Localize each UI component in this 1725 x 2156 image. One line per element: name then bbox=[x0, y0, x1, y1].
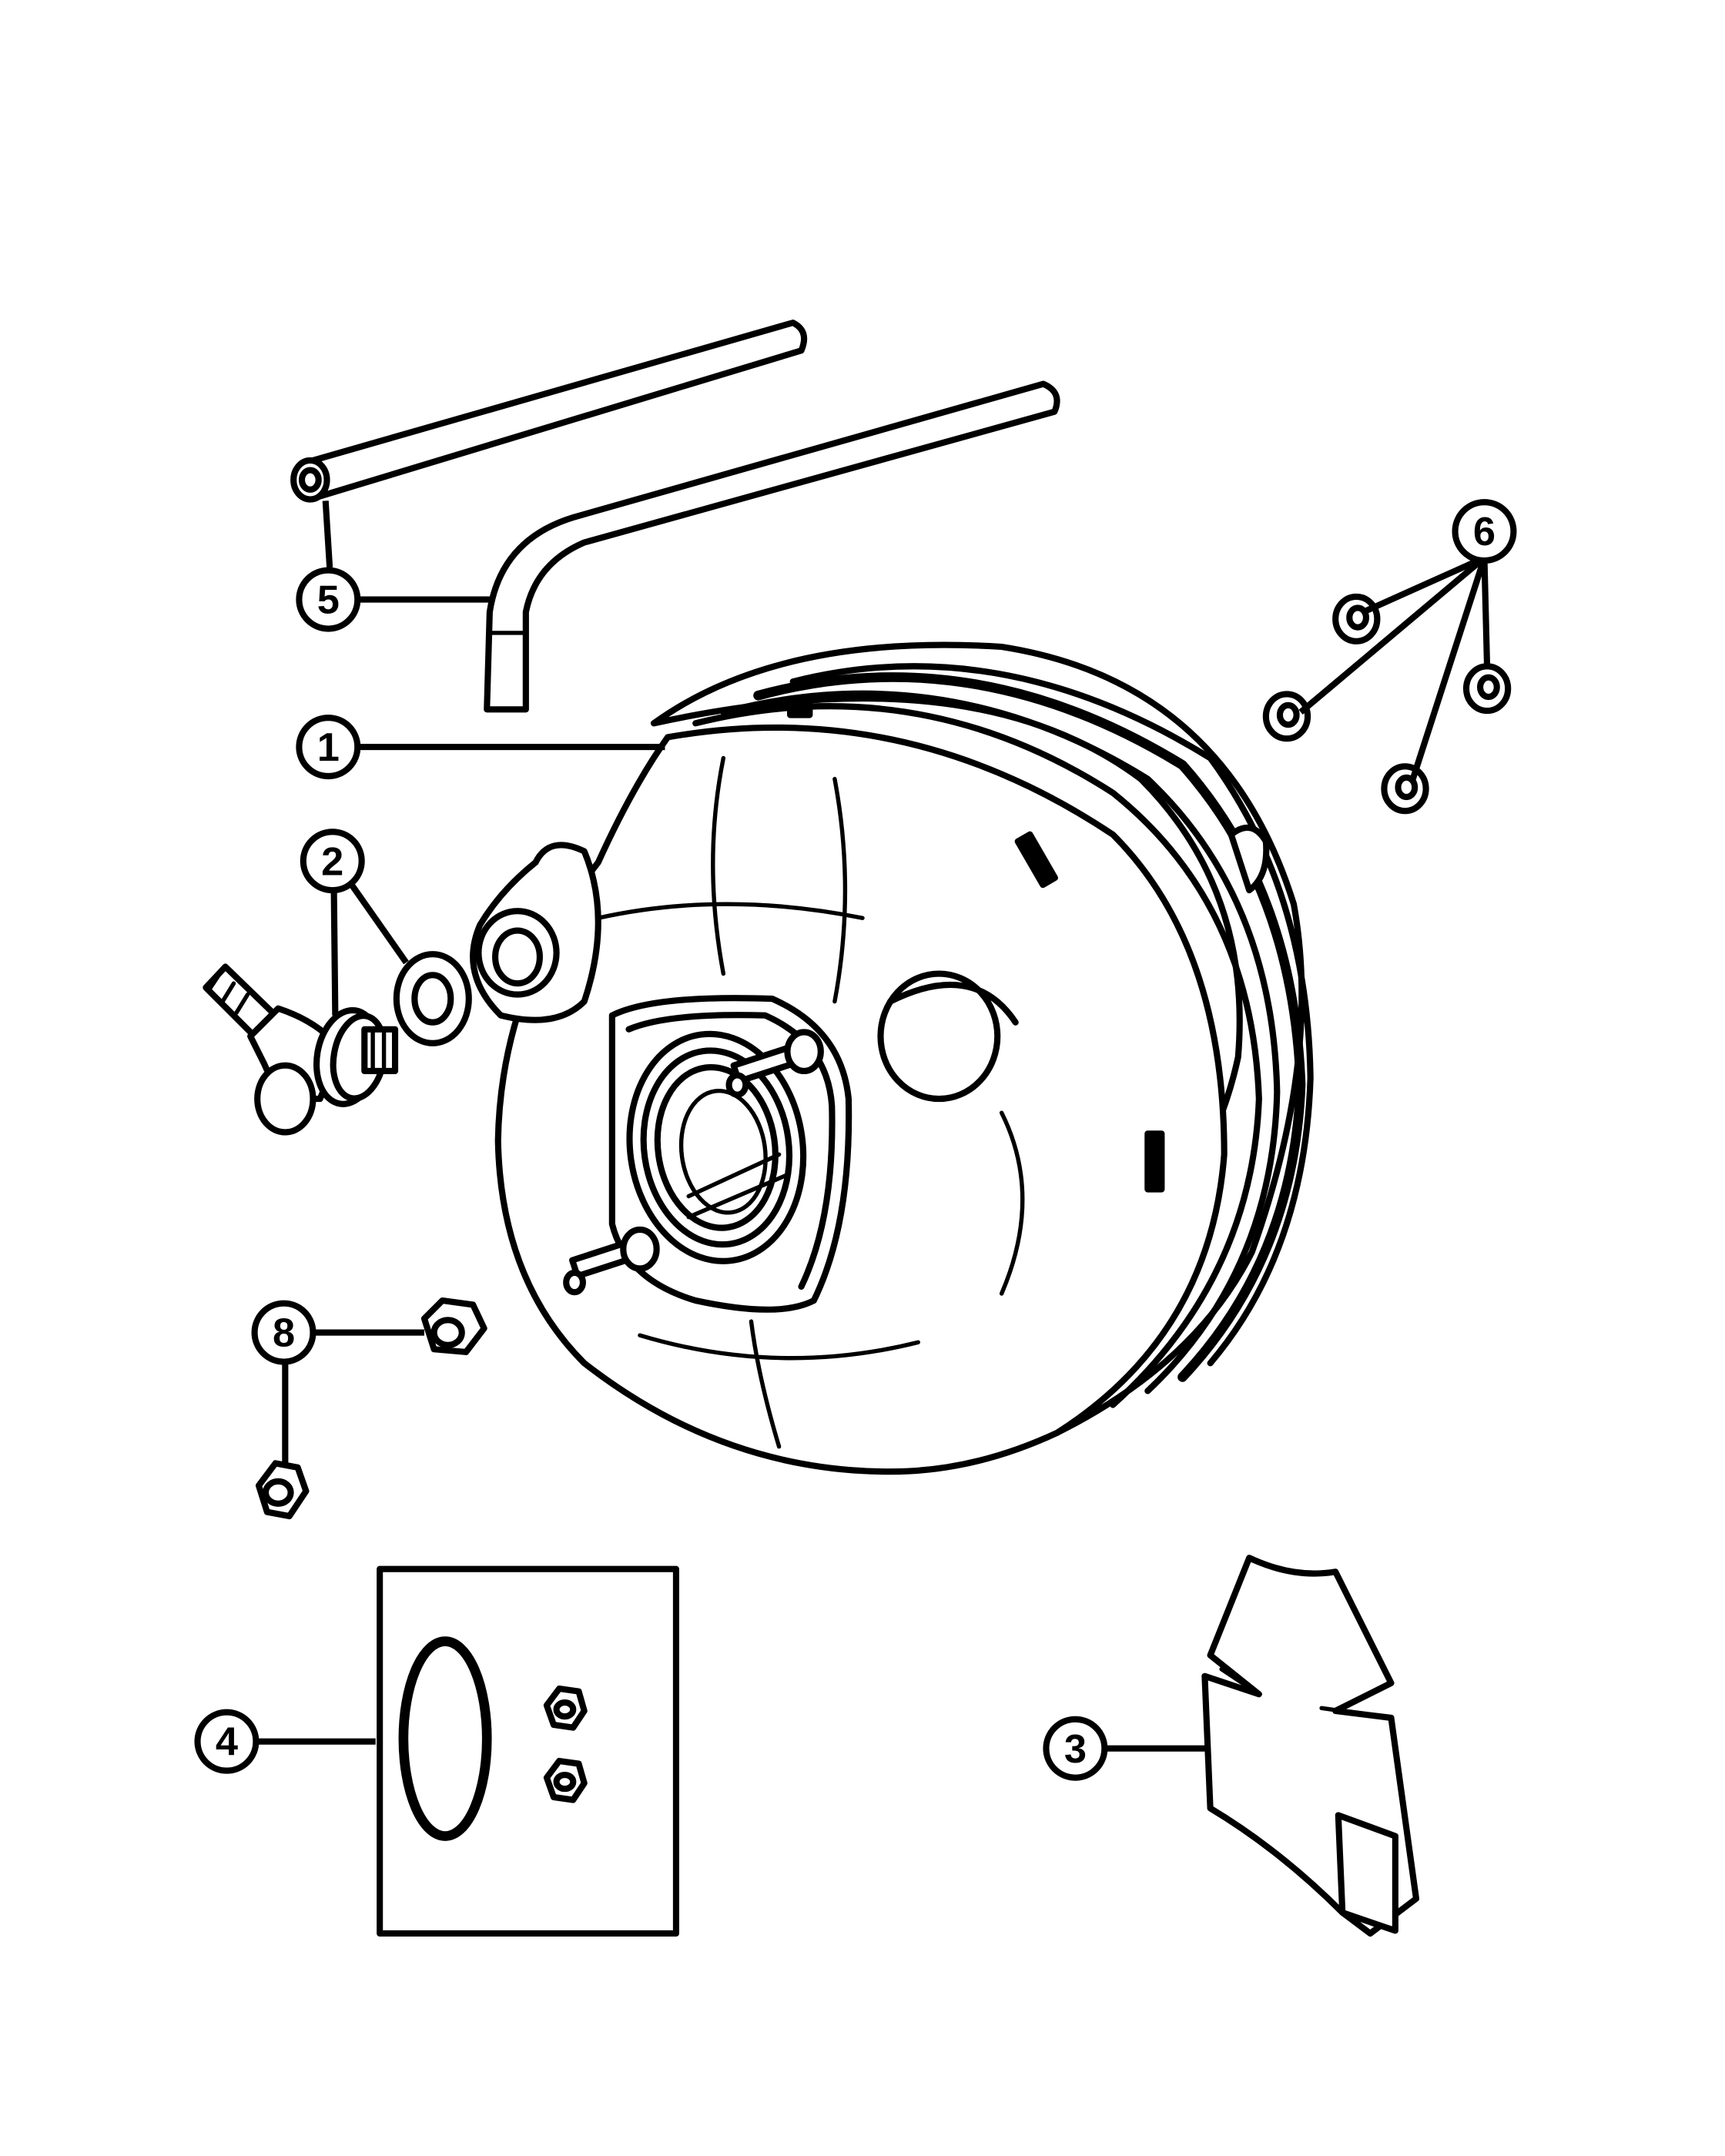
vacuum-hoses bbox=[290, 320, 1060, 713]
callout-4-label: 4 bbox=[216, 1720, 238, 1765]
callout-8-label: 8 bbox=[273, 1311, 295, 1356]
kit-frame bbox=[377, 1565, 679, 1937]
check-valve bbox=[203, 963, 399, 1136]
callout-6-label: 6 bbox=[1473, 510, 1496, 554]
brake-booster bbox=[470, 641, 1314, 1475]
callout-4: 4 bbox=[194, 1709, 260, 1774]
callout-1: 1 bbox=[296, 715, 361, 780]
valve-grommet bbox=[393, 951, 472, 1046]
callout-6: 6 bbox=[1452, 499, 1517, 564]
callout-3-label: 3 bbox=[1064, 1727, 1087, 1772]
callout-8: 8 bbox=[251, 1300, 317, 1365]
leader-lines bbox=[256, 500, 1491, 1752]
callout-5: 5 bbox=[296, 567, 361, 632]
seal-kit bbox=[377, 1565, 679, 1937]
callout-2-label: 2 bbox=[321, 839, 343, 884]
booster-nuts bbox=[1262, 593, 1512, 815]
callout-1-label: 1 bbox=[317, 725, 340, 770]
callout-2: 2 bbox=[300, 829, 365, 894]
callout-3: 3 bbox=[1043, 1716, 1108, 1781]
heat-shield bbox=[1201, 1555, 1420, 1937]
callout-5-label: 5 bbox=[317, 578, 340, 623]
mounting-nuts bbox=[255, 1297, 487, 1520]
